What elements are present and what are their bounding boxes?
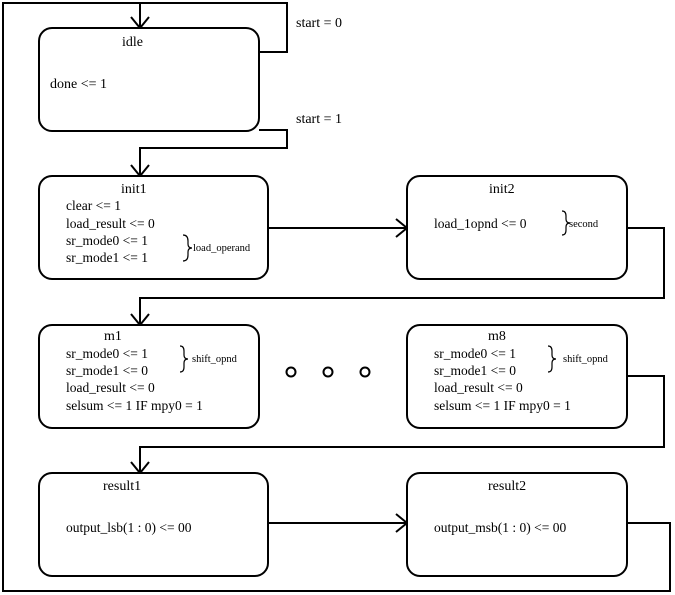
state-result2-title: result2	[488, 479, 526, 494]
state-result1-title: result1	[103, 479, 141, 494]
state-init2-box	[406, 175, 628, 280]
label-start-0: start = 0	[296, 16, 342, 31]
state-init1-line: sr_mode0 <= 1	[66, 233, 148, 248]
state-result2-line: output_msb(1 : 0) <= 00	[434, 520, 566, 535]
label-start-1: start = 1	[296, 112, 342, 127]
state-idle-box	[38, 27, 260, 132]
state-result2: result2 output_msb(1 : 0) <= 00	[406, 472, 628, 577]
state-idle-line: done <= 1	[50, 77, 107, 92]
state-init2-line: load_1opnd <= 0	[434, 216, 527, 231]
state-init1-line: clear <= 1	[66, 198, 121, 213]
state-m1: m1 sr_mode0 <= 1 sr_mode1 <= 0 load_resu…	[38, 324, 260, 429]
ellipsis-dot	[285, 366, 297, 378]
state-init1-title: init1	[121, 182, 147, 197]
state-init1-box	[38, 175, 269, 280]
brace-label-shift-opnd-m1: shift_opnd	[192, 354, 238, 365]
brace-label-shift-opnd-m8: shift_opnd	[563, 354, 609, 365]
state-m8-box	[406, 324, 628, 429]
transition-init2-to-m1	[139, 227, 665, 325]
ellipsis-dots	[285, 366, 371, 378]
state-init2-title: init2	[489, 182, 515, 197]
state-result2-box	[406, 472, 628, 577]
state-idle: idle done <= 1	[38, 27, 260, 132]
state-m1-box	[38, 324, 260, 429]
brace-shift-opnd-m8	[547, 345, 557, 373]
state-result1-line: output_lsb(1 : 0) <= 00	[66, 520, 192, 535]
brace-label-second: second	[569, 219, 599, 230]
brace-label-load-operand: load_operand	[193, 243, 251, 254]
state-idle-title: idle	[122, 35, 143, 50]
state-m1-line: sr_mode1 <= 0	[66, 363, 148, 378]
state-init1-line: load_result <= 0	[66, 216, 155, 231]
state-m8-title: m8	[488, 329, 506, 344]
state-m1-title: m1	[104, 329, 122, 344]
state-init1-line: sr_mode1 <= 1	[66, 250, 148, 265]
brace-load-operand	[182, 234, 193, 262]
transition-m8-to-result1	[139, 375, 665, 473]
state-m8: m8 sr_mode0 <= 1 sr_mode1 <= 0 load_resu…	[406, 324, 628, 429]
ellipsis-dot	[359, 366, 371, 378]
ellipsis-dot	[322, 366, 334, 378]
brace-shift-opnd-m1	[179, 345, 189, 373]
state-m8-line: selsum <= 1 IF mpy0 = 1	[434, 398, 571, 413]
brace-second	[561, 210, 571, 236]
state-result1: result1 output_lsb(1 : 0) <= 00	[38, 472, 269, 577]
transition-idle-to-init1	[139, 129, 288, 176]
state-m1-line: selsum <= 1 IF mpy0 = 1	[66, 398, 203, 413]
state-m1-line: load_result <= 0	[66, 380, 155, 395]
state-init1: init1 clear <= 1 load_result <= 0 sr_mod…	[38, 175, 269, 280]
state-m8-line: sr_mode1 <= 0	[434, 363, 516, 378]
state-m8-line: load_result <= 0	[434, 380, 523, 395]
state-init2: init2 load_1opnd <= 0 second	[406, 175, 628, 280]
state-m1-line: sr_mode0 <= 1	[66, 346, 148, 361]
state-result1-box	[38, 472, 269, 577]
state-m8-line: sr_mode0 <= 1	[434, 346, 516, 361]
loop-idle-start-0	[140, 2, 288, 53]
